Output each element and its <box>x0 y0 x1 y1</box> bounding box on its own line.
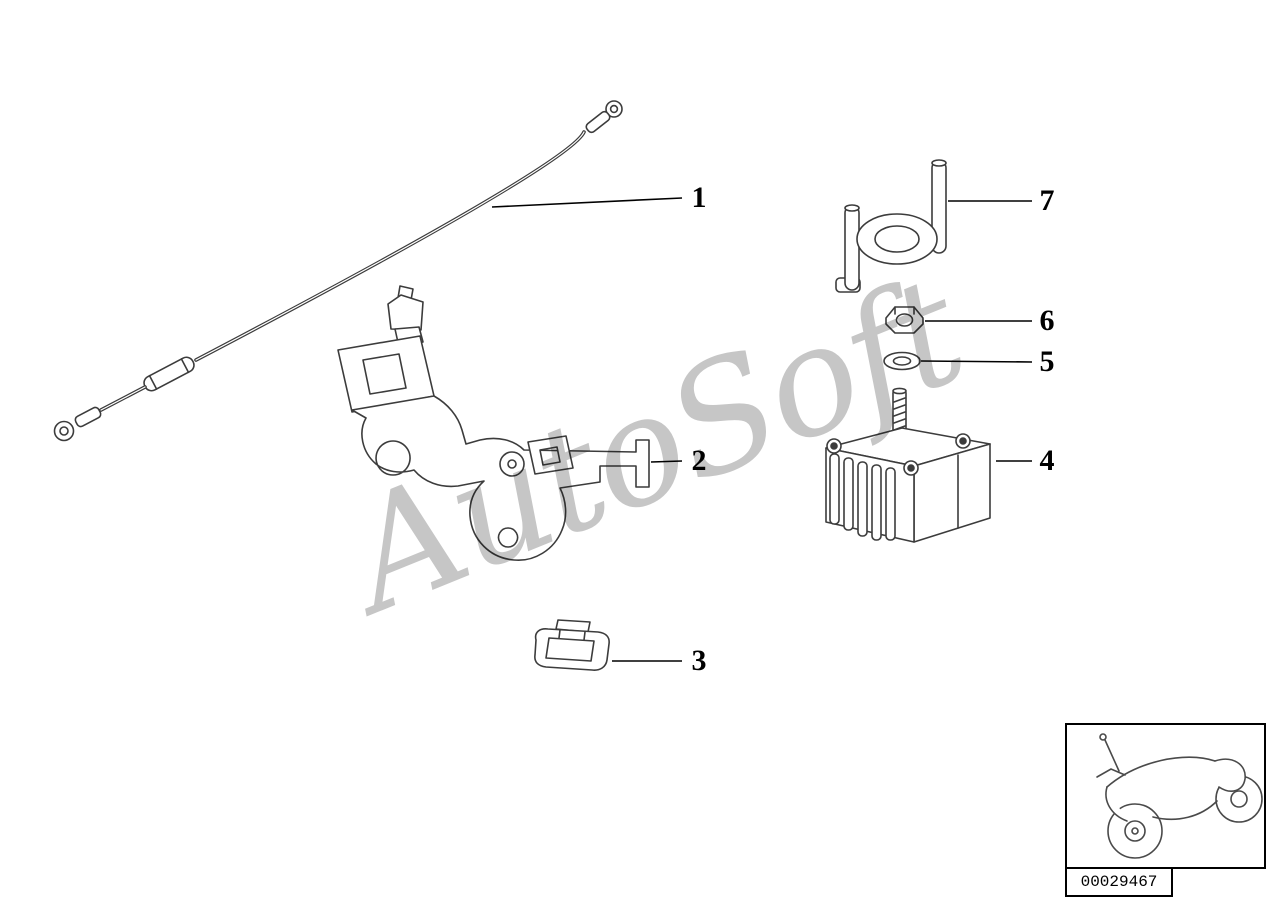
part-2-bracket-drawing[interactable] <box>337 285 650 561</box>
part-1-cable-drawing[interactable] <box>53 100 623 442</box>
vehicle-thumbnail-box <box>1065 723 1266 869</box>
catalog-number-box: 00029467 <box>1065 867 1173 897</box>
part-callout-5[interactable]: 5 <box>1039 345 1055 378</box>
part-4-block-drawing[interactable] <box>825 387 991 543</box>
part-callout-4[interactable]: 4 <box>1039 444 1055 477</box>
catalog-number: 00029467 <box>1080 873 1158 891</box>
part-7-holder-drawing[interactable] <box>835 159 947 293</box>
part-callout-2[interactable]: 2 <box>691 444 707 477</box>
leader-line-2 <box>650 460 683 463</box>
part-callout-7[interactable]: 7 <box>1039 184 1055 217</box>
motorcycle-icon <box>1096 733 1263 859</box>
leader-line-5 <box>920 360 1033 363</box>
part-6-nut-drawing[interactable] <box>885 306 924 334</box>
part-callout-1[interactable]: 1 <box>691 181 707 214</box>
part-callout-3[interactable]: 3 <box>691 644 707 677</box>
leader-lines <box>491 197 1033 662</box>
part-callout-6[interactable]: 6 <box>1039 304 1055 337</box>
leader-line-1 <box>491 197 683 208</box>
part-3-clip-drawing[interactable] <box>534 619 610 671</box>
part-5-washer-drawing[interactable] <box>883 351 921 371</box>
